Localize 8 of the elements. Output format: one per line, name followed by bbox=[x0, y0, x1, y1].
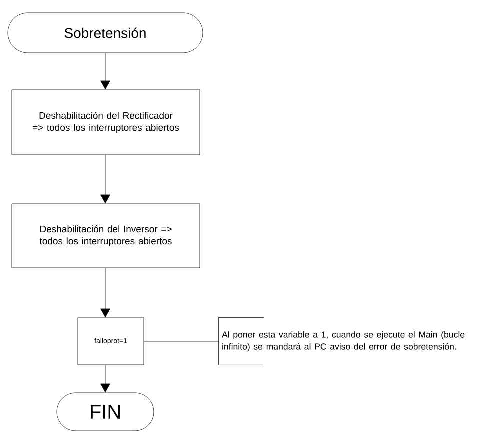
arrow bbox=[100, 155, 110, 204]
arrow bbox=[100, 268, 110, 318]
connector-line bbox=[144, 341, 219, 342]
arrow bbox=[100, 53, 110, 90]
arrow bbox=[100, 365, 110, 393]
process-box: Deshabilitación del Inversor => todos los interruptores abiertos bbox=[12, 204, 200, 268]
process-box: Deshabilitación del Rectificador => todos los interruptores abiertos bbox=[12, 90, 200, 156]
annotation-bracket: Al poner esta variable a 1, cuando se ejecute el Main (bucle infinito) se mandará al PC aviso del error de sobretensión. bbox=[218, 318, 465, 366]
